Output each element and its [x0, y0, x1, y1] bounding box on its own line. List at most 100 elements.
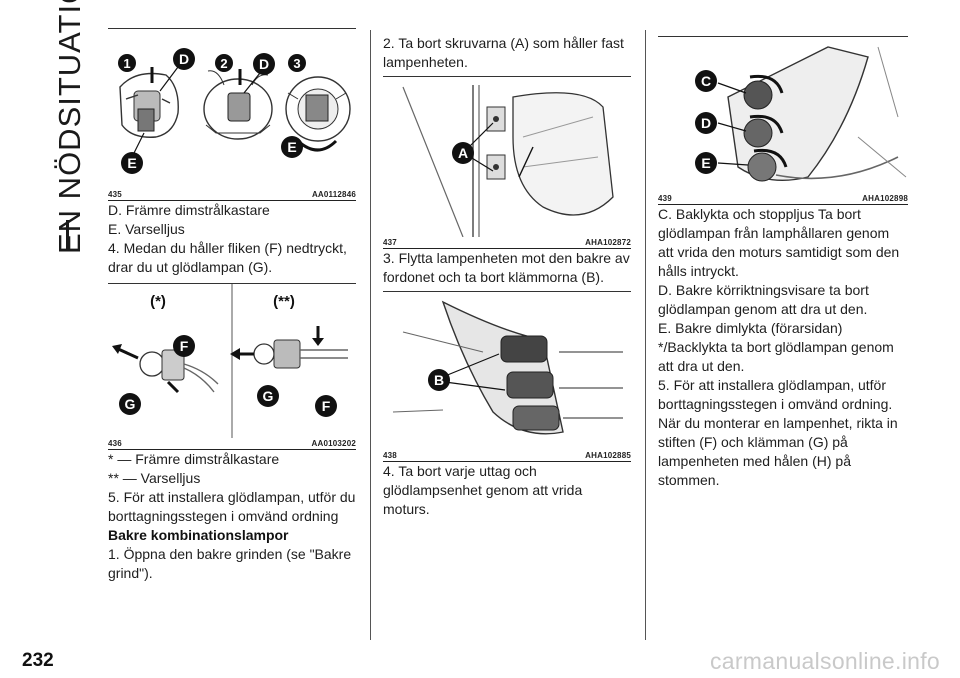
bulb-socket — [506, 371, 554, 399]
figure-number: 437 — [383, 238, 397, 247]
rotate-arrow-icon — [296, 139, 338, 152]
figure-number: 436 — [108, 439, 122, 448]
svg-text:3: 3 — [293, 56, 300, 71]
paragraph: E. Varselljus — [108, 221, 185, 237]
figure-436: (*) (**) F G G — [108, 284, 356, 450]
leader-line — [717, 82, 749, 166]
bulb-holder — [747, 152, 777, 182]
screw-icon — [493, 116, 499, 122]
label-badge-f: F — [315, 395, 337, 417]
paragraph: C. Baklykta och stoppljus Ta bort glödla… — [658, 206, 900, 279]
arrowhead-icon — [230, 348, 240, 360]
page-number: 232 — [22, 650, 54, 671]
svg-text:1: 1 — [123, 56, 130, 71]
paragraph: E. Bakre dimlykta (förarsidan) — [658, 320, 843, 336]
screw-icon — [493, 164, 499, 170]
figure-436-caption: 436 AA0103202 — [108, 438, 356, 450]
paragraph: D. Främre dimstrålkastare — [108, 202, 270, 218]
label-badge-1: 1 — [118, 54, 136, 72]
label-badge-2: 2 — [215, 54, 233, 72]
paragraph: 2. Ta bort skruvarna (A) som håller fast… — [383, 35, 624, 70]
bulb-holder — [743, 118, 773, 148]
figure-code: AHA102872 — [585, 238, 631, 247]
fog-lamp-housing-2 — [203, 70, 273, 140]
side-section-title: EN NÖDSITUATION — [52, 0, 87, 254]
paragraph: 1. Öppna den bakre grinden (se "Bakre gr… — [108, 546, 352, 581]
paragraph: * — Främre dimstrålkastare — [108, 451, 280, 467]
figure-439: C D E 439 AHA102898 — [658, 37, 908, 205]
figure-435-illustration: 1 D 2 D 3 E E — [118, 48, 351, 174]
figure-number: 438 — [383, 451, 397, 460]
svg-text:G: G — [263, 388, 274, 404]
bulb-socket — [500, 335, 548, 363]
figure-435: 1 D 2 D 3 E E 435 AA0112846 — [108, 29, 356, 201]
leader-line — [159, 66, 179, 92]
figure-code: AHA102885 — [585, 451, 631, 460]
label-badge-f: F — [173, 335, 195, 357]
leader-line — [243, 72, 261, 94]
paragraph: 4. Ta bort varje uttag och glödlampsenhe… — [383, 463, 583, 517]
label-badge-e: E — [695, 152, 717, 174]
bulb-socket — [512, 405, 560, 431]
svg-text:E: E — [127, 155, 136, 171]
figure-436-illustration: (*) (**) F G G — [112, 284, 348, 438]
figure-438: B 438 AHA102885 — [383, 292, 631, 462]
rotate-arrow-icon — [749, 114, 784, 134]
column-divider-2 — [645, 30, 646, 640]
paragraph: 5. För att installera glödlampan, utför … — [108, 489, 356, 524]
figure-top-rule — [383, 76, 631, 77]
paragraph: */Backlykta ta bort glödlampan genom att… — [658, 339, 894, 374]
paragraph: 4. Medan du håller fliken (F) nedtryckt,… — [108, 240, 347, 275]
label-badge-a: A — [452, 142, 474, 164]
figure-439-caption: 439 AHA102898 — [658, 193, 908, 205]
label-badge-e: E — [281, 136, 303, 158]
figure-number: 439 — [658, 194, 672, 203]
label-badge-d: D — [253, 53, 275, 75]
figure-top-rule — [108, 283, 356, 284]
svg-text:E: E — [701, 155, 710, 171]
svg-text:2: 2 — [220, 56, 227, 71]
side-title-marker — [66, 220, 69, 250]
figure-code: AA0112846 — [311, 190, 356, 199]
figure-top-rule — [108, 28, 356, 29]
svg-text:G: G — [125, 396, 136, 412]
leader-line — [133, 132, 145, 154]
figure-439-illustration: C D E — [695, 46, 907, 182]
label-badge-g: G — [119, 393, 141, 415]
column-divider-1 — [370, 30, 371, 640]
fog-lamp-housing-3 — [285, 76, 351, 142]
tail-lamp-housing — [727, 46, 869, 182]
svg-text:F: F — [180, 338, 189, 354]
figure-code: AHA102898 — [862, 194, 908, 203]
paragraph: 3. Flytta lampenheten mot den bakre av f… — [383, 250, 630, 285]
paragraph: När du monterar en lampenhet, rikta in s… — [658, 415, 898, 488]
drl-marker: (**) — [273, 293, 295, 310]
rotate-arrow-icon — [749, 74, 784, 94]
label-badge-g: G — [257, 385, 279, 407]
column-2: 2. Ta bort skruvarna (A) som håller fast… — [383, 28, 631, 519]
svg-text:D: D — [179, 51, 189, 67]
figure-437: A 437 AHA102872 — [383, 77, 631, 249]
section-heading: Bakre kombinationslampor — [108, 527, 289, 543]
drl-bulb — [253, 339, 348, 369]
label-badge-3: 3 — [288, 54, 306, 72]
press-arrow-icon — [166, 380, 180, 394]
figure-top-rule — [658, 36, 908, 37]
figure-438-illustration: B — [392, 300, 623, 435]
bulb-holder — [743, 80, 773, 110]
rotate-arrow-icon — [753, 148, 788, 168]
watermark: carmanualsonline.info — [709, 648, 940, 674]
fog-lamp-marker: (*) — [150, 293, 166, 310]
label-badge-c: C — [695, 70, 717, 92]
tail-lamp-housing — [512, 92, 614, 216]
column-3: C D E 439 AHA102898 C. Baklykta och stop… — [658, 28, 908, 490]
leader-line — [444, 353, 506, 391]
arrowhead-icon — [112, 344, 122, 354]
paragraph: ** — Varselljus — [108, 470, 201, 486]
label-badge-b: B — [428, 369, 450, 391]
label-badge-d: D — [695, 112, 717, 134]
label-badge-d: D — [173, 48, 195, 70]
column-1: 1 D 2 D 3 E E 435 AA0112846 D. Främre di… — [108, 28, 356, 583]
tail-lamp-unit — [441, 300, 564, 435]
figure-438-caption: 438 AHA102885 — [383, 450, 631, 462]
